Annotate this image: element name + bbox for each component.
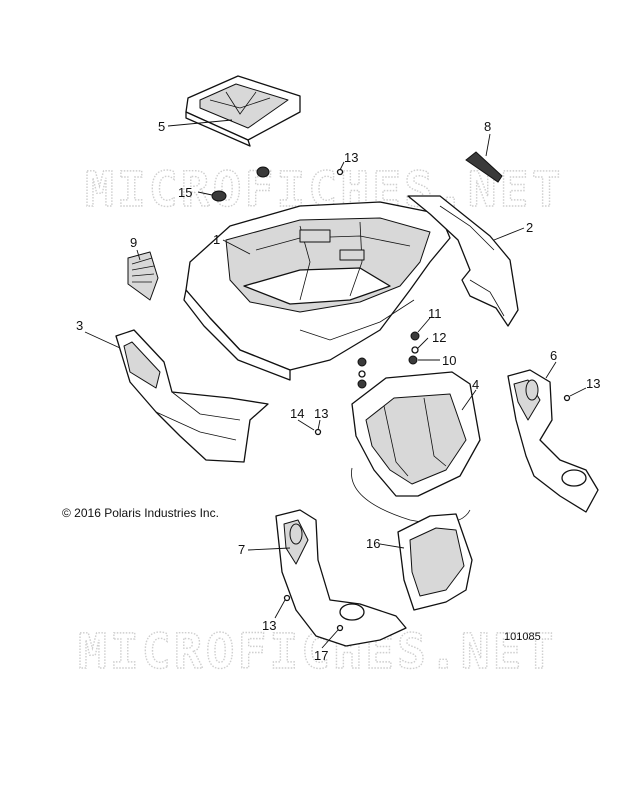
callout-4: 4 bbox=[472, 377, 479, 392]
fasteners bbox=[283, 168, 571, 632]
copyright-text: © 2016 Polaris Industries Inc. bbox=[62, 506, 219, 520]
callout-10: 10 bbox=[442, 353, 456, 368]
callout-13-right: 13 bbox=[586, 376, 600, 391]
callout-6: 6 bbox=[550, 348, 557, 363]
leader-lines bbox=[84, 119, 587, 649]
part-7-left-footwell bbox=[275, 509, 407, 647]
part-8-latch bbox=[465, 151, 503, 183]
part-6-right-footwell bbox=[507, 369, 599, 513]
callout-9: 9 bbox=[130, 235, 137, 250]
callout-17: 17 bbox=[314, 648, 328, 663]
callout-1: 1 bbox=[213, 232, 220, 247]
part-2-right-panel bbox=[407, 195, 519, 327]
part-1-rear-tub bbox=[183, 201, 451, 381]
part-15-grommet bbox=[211, 166, 270, 202]
callout-11: 11 bbox=[428, 306, 442, 321]
callout-13-top: 13 bbox=[344, 150, 358, 165]
callout-15: 15 bbox=[178, 185, 192, 200]
callout-13-center: 13 bbox=[314, 406, 328, 421]
callout-7: 7 bbox=[238, 542, 245, 557]
callout-3: 3 bbox=[76, 318, 83, 333]
part-16-bin-liner bbox=[397, 513, 473, 611]
part-4-storage-bin bbox=[351, 371, 481, 524]
callout-12: 12 bbox=[432, 330, 446, 345]
figure-id: 101085 bbox=[504, 631, 541, 643]
callout-8: 8 bbox=[484, 119, 491, 134]
callout-14: 14 bbox=[290, 406, 304, 421]
callout-2: 2 bbox=[526, 220, 533, 235]
part-3-left-fender bbox=[115, 329, 269, 463]
callout-16: 16 bbox=[366, 536, 380, 551]
callout-13-bottom: 13 bbox=[262, 618, 276, 633]
callout-5: 5 bbox=[158, 119, 165, 134]
part-5-lid bbox=[185, 75, 301, 147]
part-9-grille bbox=[127, 251, 159, 301]
callouts: 5 8 13 15 1 2 9 3 11 12 10 4 6 13 14 13 … bbox=[76, 119, 600, 663]
